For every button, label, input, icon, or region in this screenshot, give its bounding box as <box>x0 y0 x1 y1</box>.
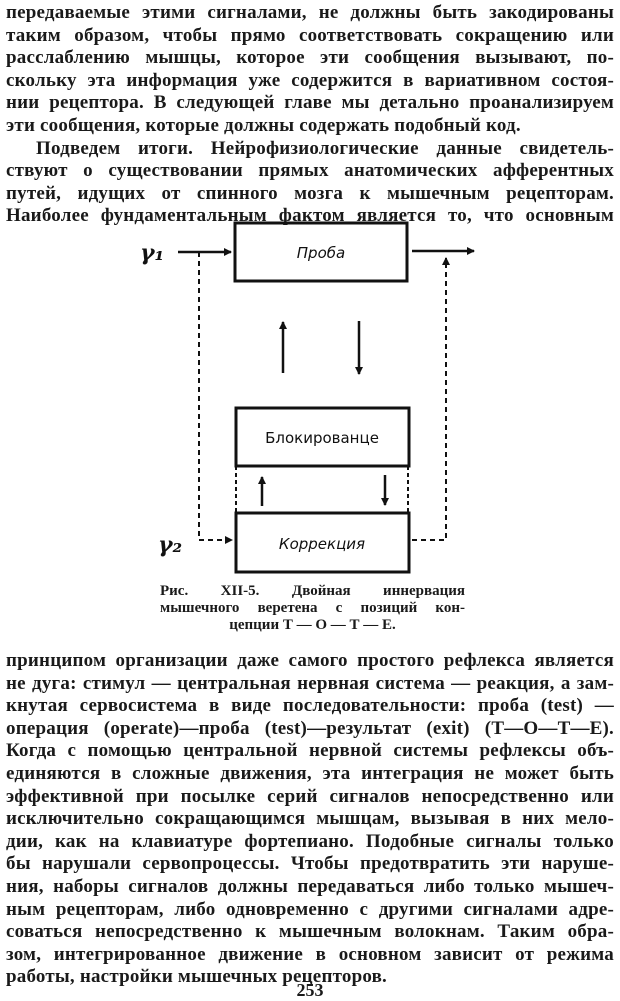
text-line: Наиболее фундаментальным фактом является… <box>6 205 614 227</box>
text-line: принципом организации даже самого просто… <box>6 650 614 671</box>
caption-line: Рис. XII-5. Двойная иннервация <box>160 583 465 599</box>
text-line: бы нарушали сервопроцессы. Чтобы предотв… <box>6 853 614 875</box>
text-line: скольку эта информация уже содержится в … <box>6 69 614 91</box>
gamma1-label: γ₁ <box>140 240 164 266</box>
box-test-label: Проба <box>297 244 345 262</box>
caption-line: мышечного веретена с позиций кон- <box>160 600 465 616</box>
figure-caption: Рис. XII-5. Двойная иннервация мышечного… <box>160 583 465 634</box>
text-line: ствуют о существовании прямых анатомичес… <box>6 160 614 182</box>
text-line: эти сообщения, которые должны содержать … <box>6 114 521 136</box>
paragraph-top: передаваемые этими сигналами, не должны … <box>6 2 614 228</box>
text-line: ния, наборы сигналов должны передаваться… <box>6 875 614 897</box>
text-line: не дуга: стимул — центральная нервная си… <box>6 672 614 694</box>
text-line: исключительно сокращающимся мышцам, вызы… <box>6 808 614 830</box>
paragraph-bottom: принципом организации даже самого просто… <box>6 650 614 989</box>
gamma2-label: γ₂ <box>158 532 182 558</box>
box-correction-label: Коррекция <box>279 535 365 553</box>
text-line: кнутая сервосистема в виде последователь… <box>6 695 614 717</box>
text-line: операция (operate)—проба (test)—результа… <box>6 717 614 739</box>
text-line: зом, интегрированное движение в основном… <box>6 943 614 965</box>
tote-diagram: Проба Блокированце Коррекция γ₁ γ₂ <box>140 221 475 574</box>
text-line: Подведем итоги. Нейрофизиологические дан… <box>36 137 614 159</box>
box-blocking-label: Блокированце <box>265 429 379 447</box>
text-line: таким образом, чтобы прямо соответствова… <box>6 24 614 46</box>
box-test <box>233 221 409 283</box>
page-number: 253 <box>296 980 324 1000</box>
text-line: единяются в сложные движения, эта интегр… <box>6 762 614 784</box>
caption-line: цепции Т — О — Т — Е. <box>229 617 396 633</box>
text-line: путей, идущих от спинного мозга к мышечн… <box>6 182 614 204</box>
text-line: передаваемые этими сигналами, не должны … <box>6 2 614 23</box>
text-line: эффективной при посылке серий сигналов н… <box>6 785 614 807</box>
dashed-gamma-path <box>198 252 233 544</box>
text-line: нии рецептора. В следующей главе мы дета… <box>6 92 614 114</box>
text-line: Когда с помощью центральной нервной сист… <box>6 740 614 762</box>
text-line: работы, настройки мышечных рецепторов. <box>6 966 387 988</box>
text-line: дии, как на клавиатуре фортепиано. Подоб… <box>6 830 614 852</box>
text-line: ным рецепторам, либо одновременно с друг… <box>6 898 614 920</box>
text-line: расслаблению мышцы, которое эти сообщени… <box>6 47 614 69</box>
dashed-exit-path <box>412 257 450 541</box>
box-correction <box>234 511 411 574</box>
box-blocking <box>234 406 411 468</box>
text-line: соваться непосредственно к мышечным воло… <box>6 921 614 943</box>
